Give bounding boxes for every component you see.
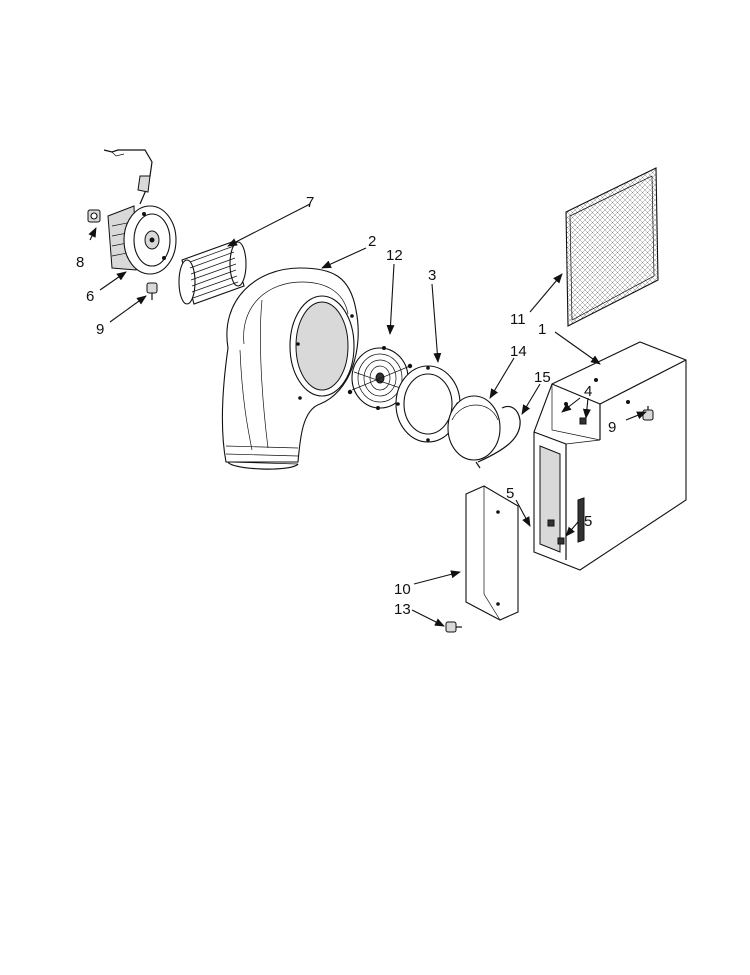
part-motor-wire bbox=[103, 149, 153, 205]
callout-4: 4 bbox=[584, 383, 592, 400]
callout-2: 2 bbox=[368, 233, 376, 250]
callout-7: 7 bbox=[306, 194, 314, 211]
part-screw bbox=[146, 282, 158, 300]
part-spring-clip bbox=[475, 405, 521, 469]
callout-9-left: 9 bbox=[96, 321, 104, 338]
callout-12: 12 bbox=[386, 247, 403, 264]
part-box-housing bbox=[533, 341, 687, 571]
callout-10: 10 bbox=[394, 581, 411, 598]
callout-3: 3 bbox=[428, 267, 436, 284]
leader-lines bbox=[88, 203, 647, 627]
part-grille bbox=[565, 167, 659, 327]
callout-9-right: 9 bbox=[608, 419, 616, 436]
callout-11: 11 bbox=[510, 311, 526, 328]
part-finger-guard bbox=[347, 346, 413, 410]
part-nut bbox=[87, 209, 101, 223]
callout-5-left: 5 bbox=[506, 485, 514, 502]
part-damper bbox=[447, 395, 501, 461]
callout-6: 6 bbox=[86, 288, 94, 305]
callout-labels: 7 2 12 3 8 6 9 11 1 14 15 4 9 5 5 10 13 bbox=[76, 194, 616, 618]
part-gasket-ring bbox=[395, 365, 461, 443]
callout-14: 14 bbox=[510, 343, 527, 360]
callout-1: 1 bbox=[538, 321, 546, 338]
callout-15: 15 bbox=[534, 369, 551, 386]
part-cover-panel bbox=[465, 485, 519, 621]
part-screw-bottom bbox=[445, 621, 462, 633]
part-motor bbox=[107, 205, 177, 275]
callout-13: 13 bbox=[394, 601, 411, 618]
callout-8: 8 bbox=[76, 254, 84, 271]
callout-5-right: 5 bbox=[584, 513, 592, 530]
part-blower-wheel bbox=[178, 241, 247, 305]
part-blower-housing bbox=[221, 267, 359, 470]
